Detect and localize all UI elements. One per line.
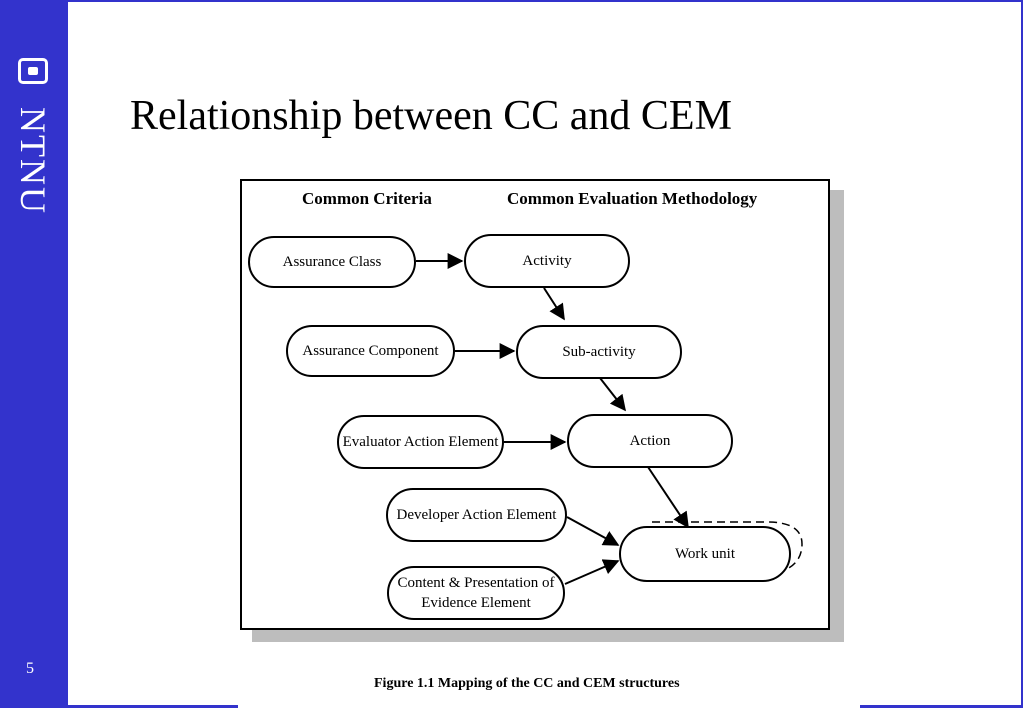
node-work-unit: Work unit: [619, 526, 791, 582]
arrow-activity-subactivity: [543, 287, 565, 321]
node-assurance-class: Assurance Class: [248, 236, 416, 288]
slide-title: Relationship between CC and CEM: [130, 93, 732, 139]
arrow-developer-workunit: [566, 516, 620, 546]
arrow-content-workunit: [564, 559, 620, 585]
ntnu-logo-icon: [18, 58, 48, 84]
arrow-subactivity-action: [599, 377, 626, 412]
diagram-arrows: [416, 253, 803, 585]
node-activity: Activity: [464, 234, 630, 288]
work-unit-dashed-outline: [652, 521, 803, 570]
frame-border-right: [1021, 0, 1023, 708]
frame-border-top: [68, 0, 1023, 2]
node-content-presentation-evidence: Content & Presentation of Evidence Eleme…: [387, 566, 565, 620]
node-sub-activity: Sub-activity: [516, 325, 682, 379]
sidebar-label: NTNU: [13, 107, 53, 215]
figure-caption: Figure 1.1 Mapping of the CC and CEM str…: [374, 676, 680, 691]
node-assurance-component: Assurance Component: [286, 325, 455, 377]
node-evaluator-action-element: Evaluator Action Element: [337, 415, 504, 469]
frame-border-bottom-right: [860, 705, 1023, 708]
node-action: Action: [567, 414, 733, 468]
column-header-cc: Common Criteria: [302, 189, 432, 208]
node-developer-action-element: Developer Action Element: [386, 488, 567, 542]
slide-number: 5: [26, 660, 34, 677]
arrow-action-workunit: [647, 466, 689, 529]
diagram-figure: Common Criteria Common Evaluation Method…: [240, 179, 830, 630]
frame-border-bottom-left: [68, 705, 238, 708]
sidebar: NTNU 5: [0, 0, 68, 708]
column-header-cem: Common Evaluation Methodology: [507, 189, 758, 208]
